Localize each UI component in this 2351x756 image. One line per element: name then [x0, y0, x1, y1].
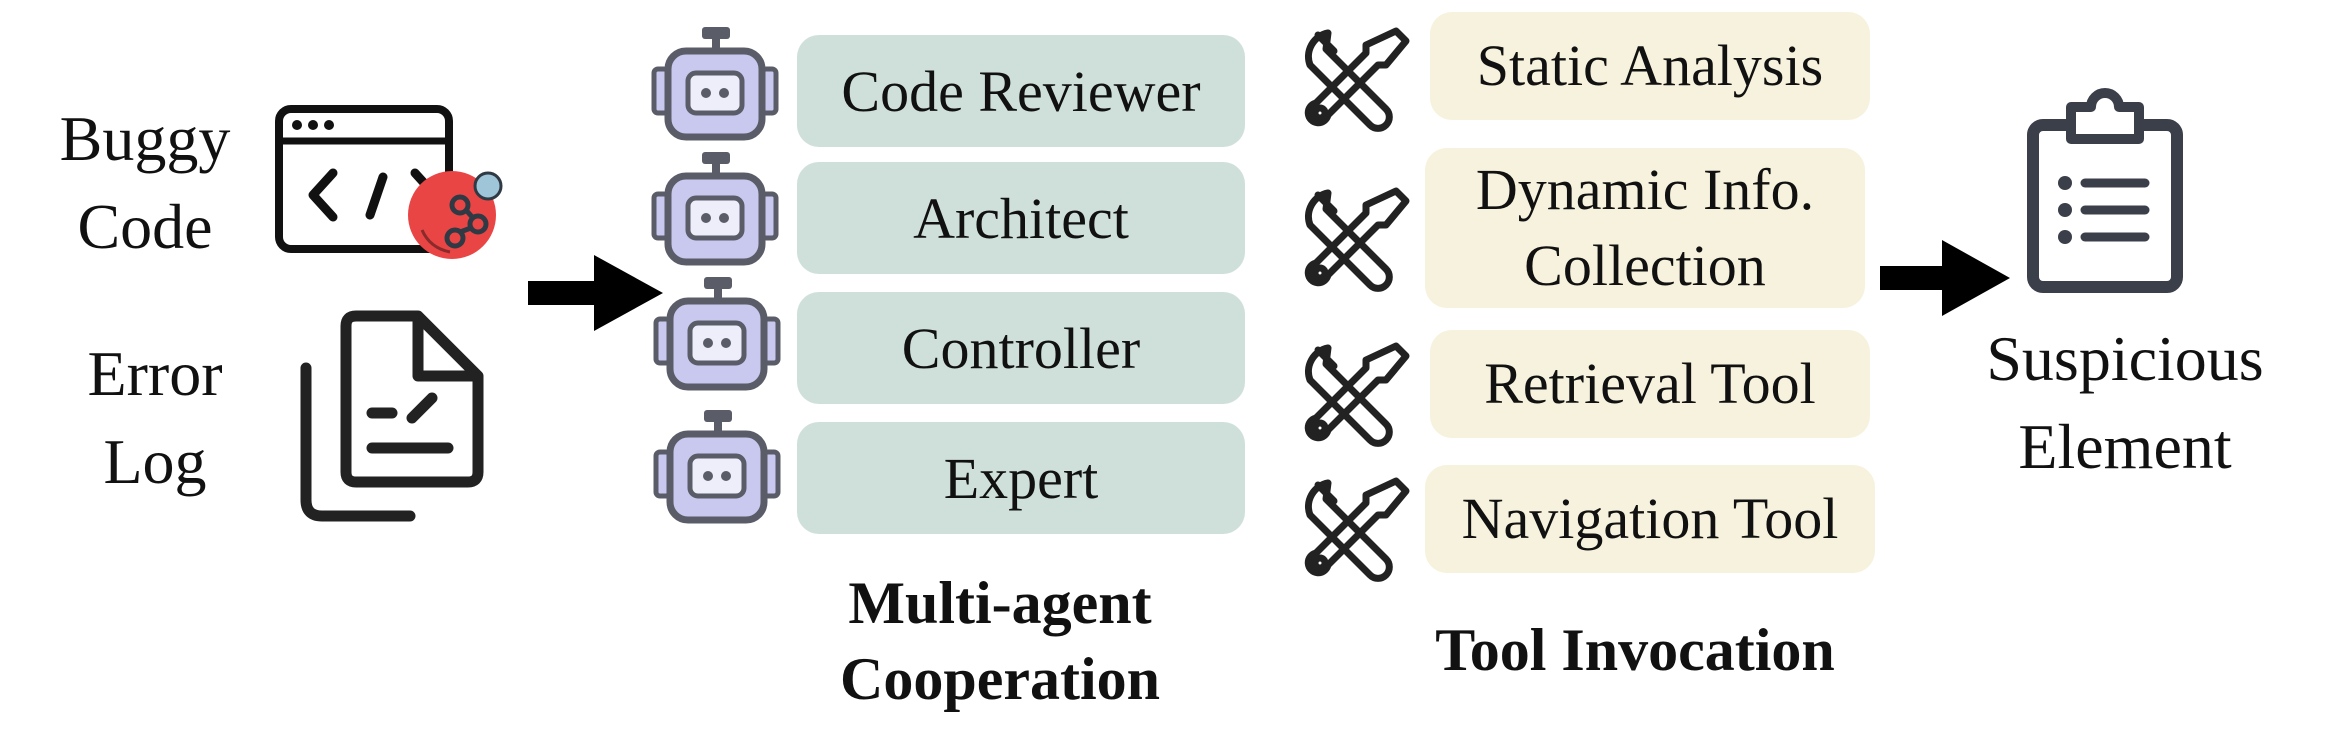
- robot-icon: [651, 27, 779, 141]
- error-log-label-line2: Log: [103, 426, 207, 497]
- error-log-label: Error Log: [50, 330, 260, 506]
- robot-icon: [653, 410, 781, 524]
- agent-box-code-reviewer: Code Reviewer: [797, 35, 1245, 147]
- tool-box-navigation: Navigation Tool: [1425, 465, 1875, 573]
- multi-agent-caption: Multi-agent Cooperation: [800, 565, 1200, 717]
- tool-label-dynamic-line1: Dynamic Info.: [1475, 157, 1815, 222]
- tool-invocation-caption: Tool Invocation: [1435, 617, 1835, 683]
- suspicious-element-label-line2: Element: [2018, 411, 2232, 482]
- robot-icon: [651, 152, 779, 266]
- wrench-screwdriver-icon: [1304, 187, 1410, 292]
- arrow-right-icon: [528, 255, 663, 331]
- buggy-code-label-line1: Buggy: [59, 103, 231, 174]
- robot-icon: [653, 277, 781, 391]
- document-log-icon: [300, 310, 484, 522]
- agent-box-architect: Architect: [797, 162, 1245, 274]
- buggy-code-label: Buggy Code: [40, 95, 250, 271]
- tool-box-retrieval: Retrieval Tool: [1430, 330, 1870, 438]
- buggy-code-label-line2: Code: [77, 191, 213, 262]
- suspicious-element-label: Suspicious Element: [1960, 315, 2290, 491]
- wrench-screwdriver-icon: [1304, 27, 1410, 132]
- clipboard-list-icon: [2027, 88, 2183, 293]
- wrench-screwdriver-icon: [1304, 477, 1410, 582]
- suspicious-element-label-line1: Suspicious: [1986, 323, 2264, 394]
- arrow-right-icon: [1880, 240, 2010, 316]
- multi-agent-caption-line2: Cooperation: [840, 646, 1160, 712]
- bug-icon: [408, 171, 503, 259]
- tool-label-dynamic-line2: Collection: [1524, 233, 1766, 298]
- error-log-label-line1: Error: [87, 338, 223, 409]
- multi-agent-caption-line1: Multi-agent: [848, 570, 1152, 636]
- tool-box-static-analysis: Static Analysis: [1430, 12, 1870, 120]
- tool-box-dynamic-info: Dynamic Info. Collection: [1425, 148, 1865, 308]
- wrench-screwdriver-icon: [1304, 342, 1410, 447]
- agent-box-expert: Expert: [797, 422, 1245, 534]
- agent-box-controller: Controller: [797, 292, 1245, 404]
